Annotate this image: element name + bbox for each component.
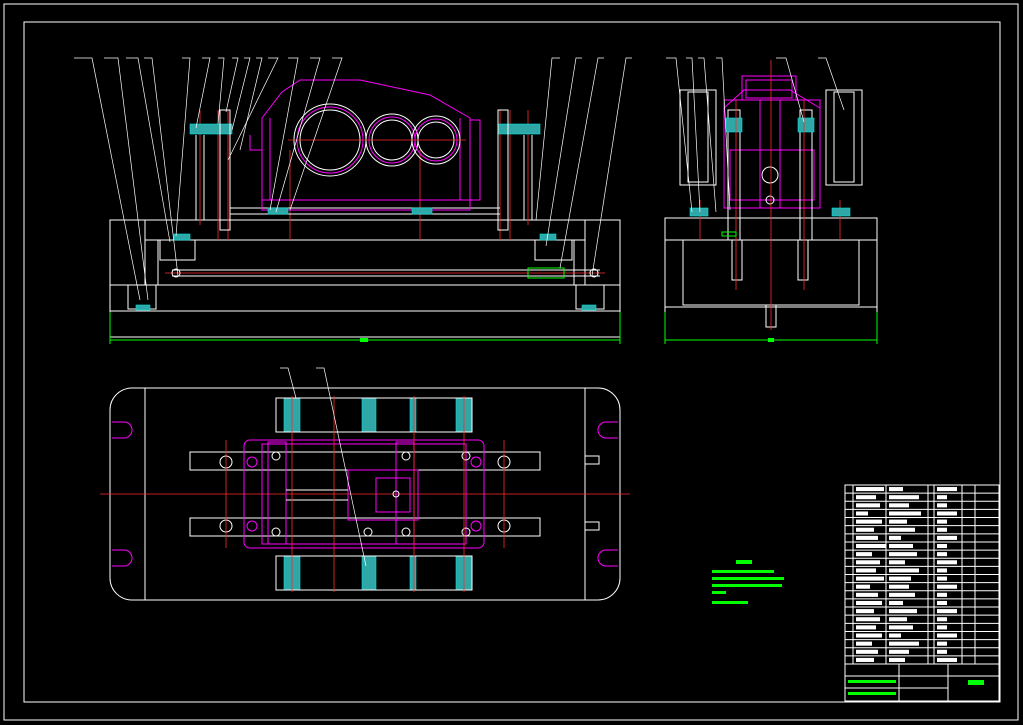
parts-list-cell bbox=[856, 527, 874, 532]
parts-list-cell bbox=[937, 625, 947, 630]
parts-list-cell bbox=[937, 576, 947, 581]
parts-list-cell bbox=[937, 600, 947, 606]
parts-list-cell bbox=[856, 625, 876, 630]
parts-list-cell bbox=[889, 617, 907, 622]
parts-list-cell bbox=[937, 649, 947, 654]
parts-list-cell bbox=[889, 600, 903, 606]
parts-list-cell bbox=[937, 641, 947, 646]
top-view bbox=[100, 367, 630, 601]
parts-list-cell bbox=[937, 543, 947, 549]
side-view bbox=[664, 57, 878, 344]
parts-list-cell bbox=[937, 552, 947, 557]
parts-list-cell bbox=[856, 543, 886, 549]
parts-list-cell bbox=[937, 487, 957, 492]
parts-list-cell bbox=[889, 576, 911, 581]
parts-list-cell bbox=[856, 487, 884, 492]
parts-list-cell bbox=[856, 657, 874, 662]
parts-list-cell bbox=[889, 609, 917, 614]
parts-list-cell bbox=[889, 543, 913, 549]
parts-list-cell bbox=[889, 560, 905, 565]
parts-list-cell bbox=[937, 535, 957, 540]
title-block bbox=[844, 484, 1000, 702]
parts-list-cell bbox=[937, 617, 947, 622]
parts-list-cell bbox=[937, 519, 947, 524]
parts-list-cell bbox=[856, 511, 868, 516]
outer-border bbox=[3, 3, 1019, 721]
parts-list-cell bbox=[856, 535, 878, 540]
parts-list-cell bbox=[856, 495, 876, 500]
parts-list-cell bbox=[889, 641, 919, 646]
parts-list-cell bbox=[856, 584, 870, 589]
parts-list-cell bbox=[889, 511, 921, 516]
parts-list-cell bbox=[889, 625, 913, 630]
parts-list-cell bbox=[889, 657, 905, 662]
parts-list-cell bbox=[889, 519, 907, 524]
parts-list-cell bbox=[889, 495, 919, 500]
parts-list-cell bbox=[937, 633, 957, 638]
parts-list-cell bbox=[889, 552, 917, 557]
parts-list-cell bbox=[856, 519, 882, 524]
parts-list-cell bbox=[937, 609, 957, 614]
parts-list-cell bbox=[937, 592, 947, 597]
parts-list-cell bbox=[937, 657, 957, 662]
parts-list-cell bbox=[889, 568, 919, 573]
inner-border bbox=[23, 21, 1001, 703]
parts-list-cell bbox=[937, 568, 947, 573]
parts-list-cell bbox=[856, 600, 882, 606]
parts-list-cell bbox=[889, 527, 915, 532]
parts-list-cell bbox=[889, 487, 903, 492]
parts-list-cell bbox=[889, 584, 909, 589]
front-view bbox=[74, 57, 632, 344]
parts-list-cell bbox=[856, 641, 872, 646]
parts-list-cell bbox=[856, 576, 884, 581]
parts-list-cell bbox=[856, 503, 880, 508]
parts-list-cell bbox=[856, 560, 880, 565]
parts-list-cell bbox=[889, 649, 909, 654]
parts-list-cell bbox=[856, 609, 874, 614]
parts-list-cell bbox=[889, 535, 901, 540]
parts-list-cell bbox=[937, 511, 957, 516]
parts-list-cell bbox=[937, 584, 957, 589]
parts-list-cell bbox=[889, 503, 909, 508]
parts-list-cell bbox=[856, 552, 872, 557]
parts-list-cell bbox=[889, 592, 915, 597]
parts-list-cell bbox=[937, 527, 947, 532]
parts-list-cell bbox=[937, 495, 947, 500]
parts-list-cell bbox=[889, 633, 901, 638]
parts-list-cell bbox=[856, 649, 878, 654]
parts-list-cell bbox=[856, 633, 882, 638]
parts-list-cell bbox=[856, 592, 878, 597]
parts-list-cell bbox=[856, 617, 880, 622]
parts-list-cell bbox=[856, 568, 876, 573]
technical-notes bbox=[712, 560, 784, 604]
parts-list-cell bbox=[937, 503, 947, 508]
parts-list-cell bbox=[937, 560, 957, 565]
